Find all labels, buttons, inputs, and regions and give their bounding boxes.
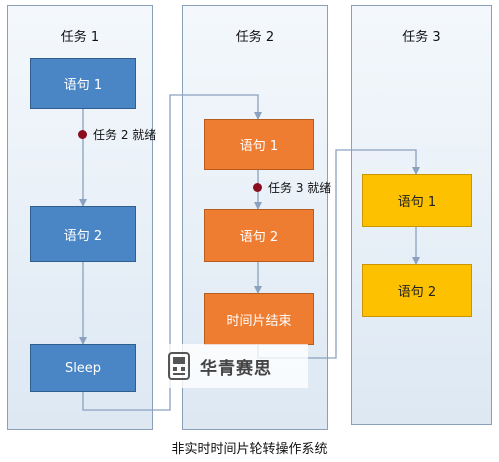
ready-dot-icon	[78, 130, 87, 139]
ready-dot-icon	[253, 183, 262, 192]
task3-title: 任务 3	[402, 30, 441, 45]
t2-statement-1: 语句 1	[204, 119, 314, 170]
diagram-caption: 非实时时间片轮转操作系统	[171, 442, 328, 457]
t2-time-slice-end: 时间片结束	[204, 293, 314, 345]
task2-ready-annotation: 任务 2 就绪	[78, 126, 156, 143]
t3-statement-2: 语句 2	[362, 264, 472, 317]
t1-to-t2-connector	[82, 94, 262, 411]
t3-statement-1: 语句 1	[362, 174, 472, 227]
t1-sleep: Sleep	[30, 344, 136, 392]
task3-ready-annotation: 任务 3 就绪	[253, 179, 331, 196]
t2-statement-2: 语句 2	[204, 209, 314, 262]
t1-statement-2: 语句 2	[30, 206, 136, 262]
watermark-text: 华青赛思	[200, 358, 272, 379]
t1-statement-1: 语句 1	[30, 58, 136, 109]
logo-icon	[168, 352, 190, 380]
task3-ready-label: 任务 3 就绪	[268, 181, 332, 195]
watermark: 华青赛思	[160, 344, 308, 388]
task1-title: 任务 1	[60, 30, 100, 45]
task2-ready-label: 任务 2 就绪	[93, 128, 157, 142]
task2-title: 任务 2	[235, 30, 275, 45]
